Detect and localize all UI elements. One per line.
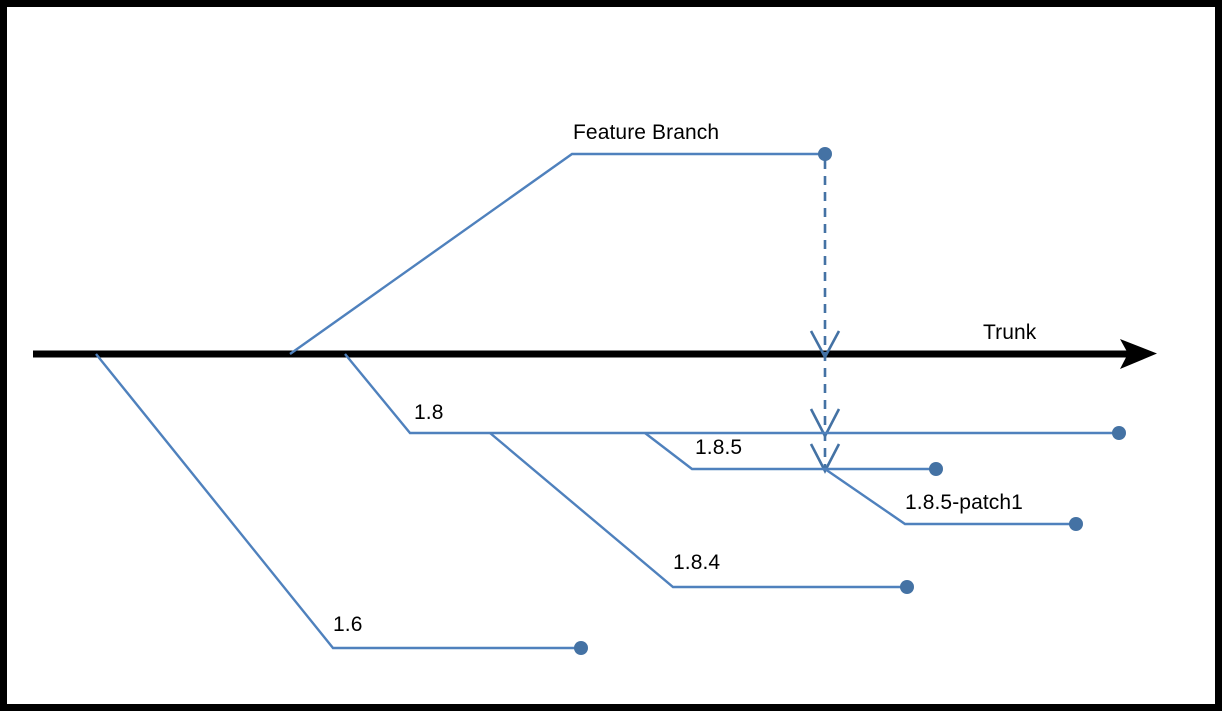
endpoint-dot-icon-feature: [818, 147, 832, 161]
label-feature-branch: Feature Branch: [573, 121, 720, 144]
branch-v16-line: [95, 353, 578, 650]
branch-v18-group: [344, 353, 1126, 440]
label-trunk: Trunk: [983, 321, 1037, 344]
branch-v185-patch1-line: [824, 468, 1073, 526]
endpoint-dot-icon-v184: [900, 580, 914, 594]
feature-branch-group: [289, 147, 832, 355]
arrow-right-icon: [1120, 339, 1157, 369]
label-version-1-8-5-patch1: 1.8.5-patch1: [905, 491, 1023, 514]
branch-v185-line: [644, 432, 933, 471]
branch-v18-line: [344, 353, 1116, 435]
endpoint-dot-icon-v16: [574, 641, 588, 655]
arrow-down-dashed-icon-trunk: [809, 330, 841, 360]
arrow-down-dashed-icon-v18: [809, 408, 841, 439]
endpoint-dot-icon-v185-patch1: [1069, 517, 1083, 531]
endpoint-dot-icon-v185: [929, 462, 943, 476]
label-version-1-8-4: 1.8.4: [673, 551, 721, 574]
trunk-line-group: [33, 339, 1157, 369]
feature-branch-line: [289, 152, 822, 355]
merge-arrows-group: [809, 160, 841, 474]
arrow-down-dashed-icon-v185: [809, 443, 841, 474]
branch-v16-group: [95, 353, 588, 655]
label-version-1-8: 1.8: [414, 401, 444, 424]
branch-v185-group: [644, 432, 943, 476]
branch-v184-line: [489, 432, 904, 589]
branch-v185-patch1-group: [824, 468, 1083, 531]
branch-v184-group: [489, 432, 914, 594]
endpoint-dot-icon-v18: [1112, 426, 1126, 440]
label-version-1-8-5: 1.8.5: [695, 436, 743, 459]
label-version-1-6: 1.6: [333, 613, 363, 636]
